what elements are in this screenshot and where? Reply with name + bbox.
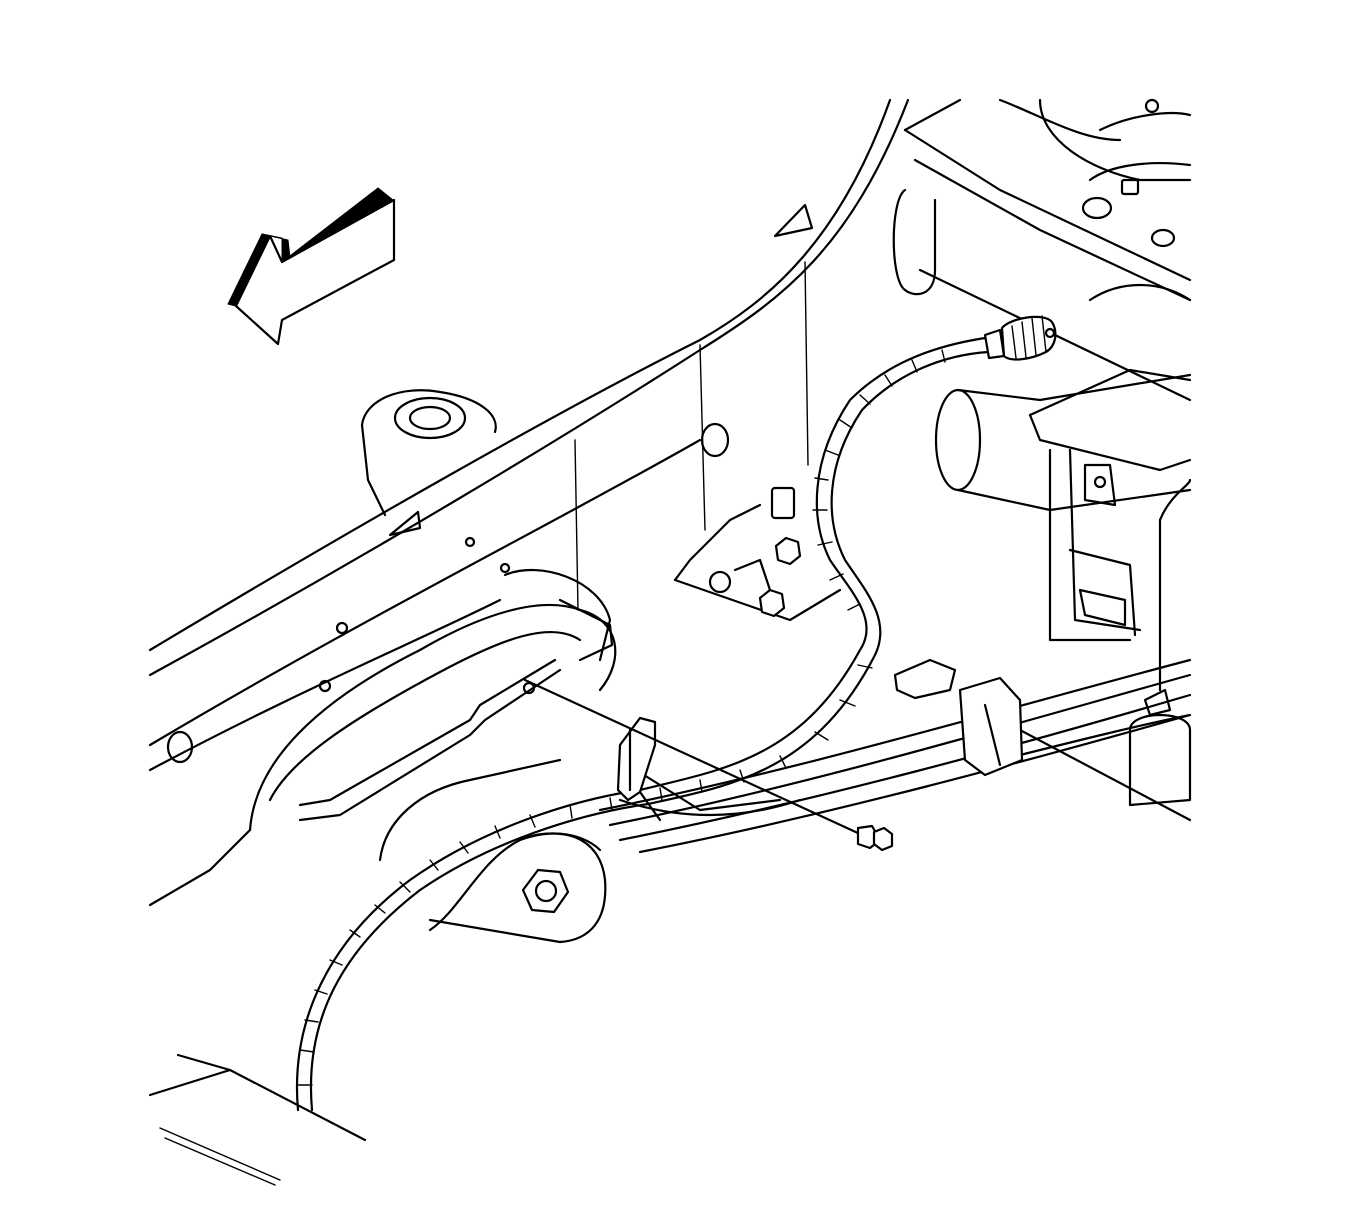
direction-arrow bbox=[227, 187, 396, 346]
center-support bbox=[673, 486, 842, 622]
parking-brake-cable bbox=[295, 315, 1057, 1112]
rear-axle bbox=[934, 368, 1192, 807]
leaf-spring bbox=[598, 658, 1192, 854]
crossmember bbox=[148, 568, 802, 944]
bracket-bolt bbox=[523, 678, 894, 852]
frame-rail bbox=[148, 98, 910, 772]
floor-pan bbox=[148, 1053, 367, 1186]
cable-mounting-bracket bbox=[616, 716, 662, 822]
